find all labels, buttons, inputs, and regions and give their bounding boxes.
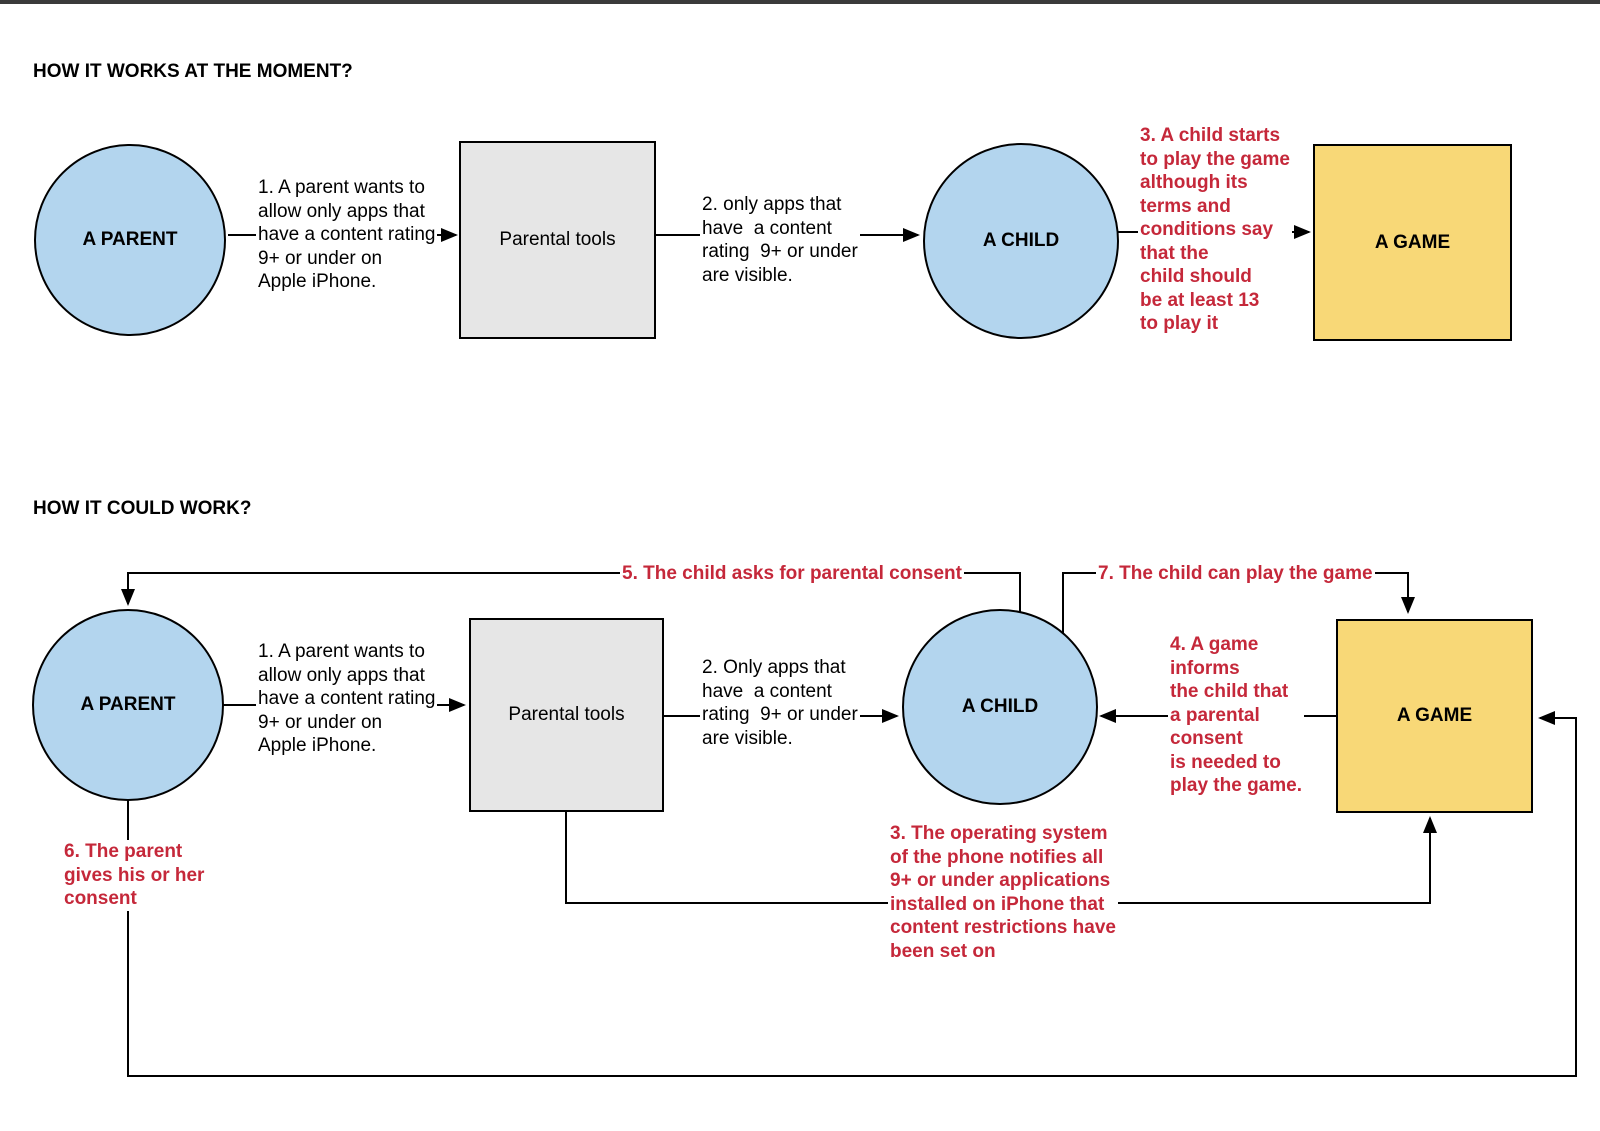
- d2-step7-text: 7. The child can play the game: [1096, 562, 1375, 586]
- d2-step1-text: 1. A parent wants to allow only apps tha…: [256, 640, 438, 758]
- d1-title: HOW IT WORKS AT THE MOMENT?: [33, 61, 353, 82]
- d2-step2-text: 2. Only apps that have a content rating …: [700, 656, 860, 750]
- top-border-strip: [0, 0, 1600, 4]
- d2-step3-text: 3. The operating system of the phone not…: [888, 822, 1118, 963]
- d2-arrow-parent-consent-to-game: [127, 711, 1577, 1077]
- d2-parent-circle: [32, 609, 224, 801]
- d2-step5-text: 5. The child asks for parental consent: [620, 562, 964, 586]
- d2-title: HOW IT COULD WORK?: [33, 498, 252, 519]
- d2-step6-text: 6. The parent gives his or her consent: [62, 840, 207, 911]
- d2-arrow-child-asks-consent: [121, 572, 1021, 612]
- d2-step4-text: 4. A game informs the child that a paren…: [1168, 633, 1304, 798]
- d1-step1-text: 1. A parent wants to allow only apps tha…: [256, 176, 438, 294]
- d1-game-box: [1313, 144, 1512, 341]
- d1-parent-circle: [34, 144, 226, 336]
- d2-child-circle: [902, 609, 1098, 805]
- d1-child-circle: [923, 143, 1119, 339]
- d2-parental-tools-box: [469, 618, 664, 812]
- d1-step2-text: 2. only apps that have a content rating …: [700, 193, 860, 287]
- d2-game-box: [1336, 619, 1533, 813]
- d1-parental-tools-box: [459, 141, 656, 339]
- d1-step3-text: 3. A child starts to play the game altho…: [1138, 124, 1292, 336]
